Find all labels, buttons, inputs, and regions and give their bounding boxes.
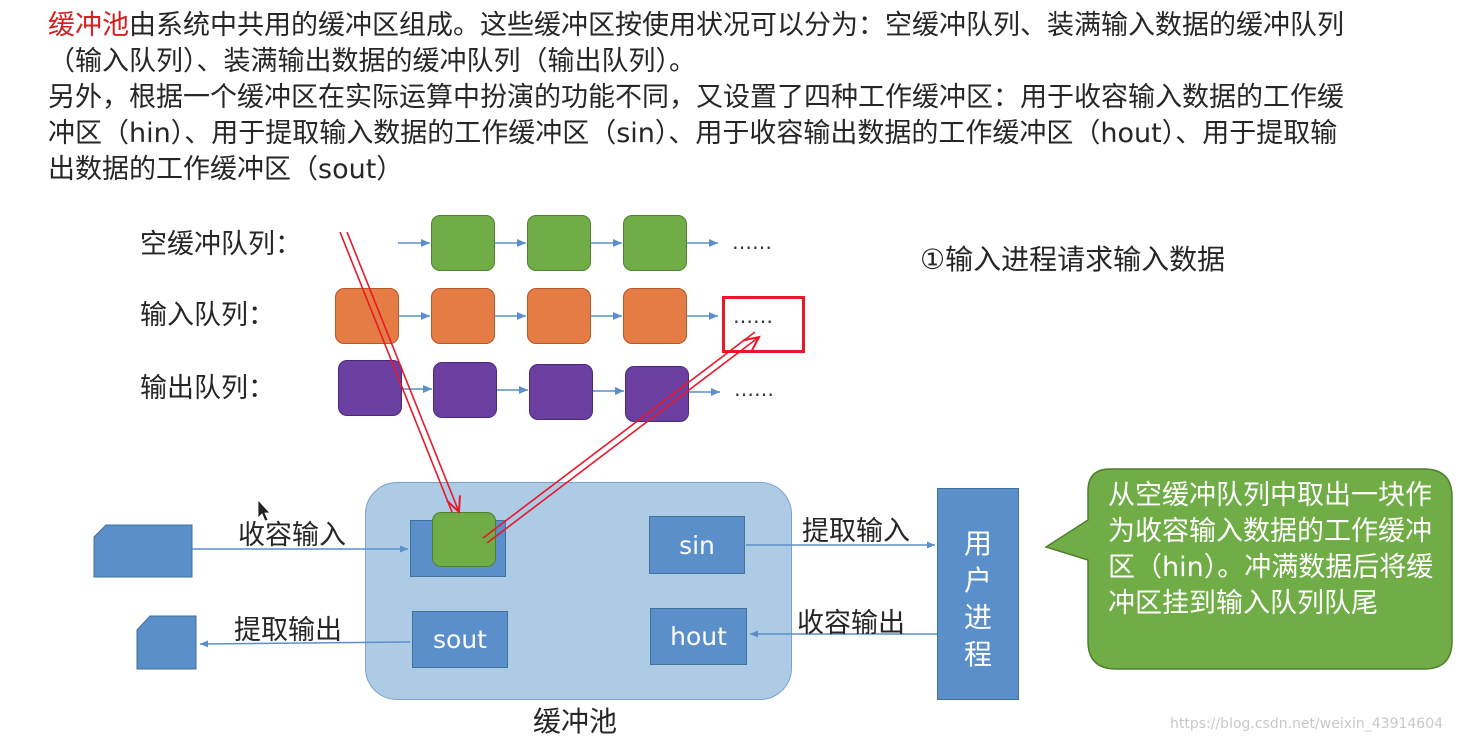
- collect-input-label: 收容输入: [238, 520, 346, 551]
- input-device-icon: [93, 524, 193, 578]
- input-buffer: [431, 288, 495, 344]
- input-queue-ellipsis: ……: [733, 304, 773, 328]
- intro-paragraph-1: 缓冲池由系统中共用的缓冲区组成。这些缓冲区按使用状况可以分为：空缓冲队列、装满输…: [48, 8, 1348, 80]
- empty-buffer: [431, 215, 495, 271]
- input-buffer: [527, 288, 591, 344]
- user-process-char: 程: [963, 638, 992, 671]
- callout-bubble: [1044, 468, 1453, 670]
- empty-queue-label: 空缓冲队列：: [140, 229, 302, 260]
- sout-buffer: sout: [412, 611, 508, 668]
- sin-buffer: sin: [649, 516, 745, 574]
- empty-buffer: [623, 215, 687, 271]
- hin-green-buffer: [432, 512, 496, 567]
- extract-output-label: 提取输出: [234, 615, 342, 646]
- take-buffer-arrow: [339, 231, 461, 515]
- intro-paragraph-1-text: 由系统中共用的缓冲区组成。这些缓冲区按使用状况可以分为：空缓冲队列、装满输入数据…: [48, 10, 1344, 77]
- output-queue-label: 输出队列：: [140, 373, 275, 404]
- user-process-char: 进: [963, 601, 992, 634]
- hout-buffer: hout: [650, 608, 747, 665]
- output-device-icon: [136, 615, 197, 670]
- output-buffer: [529, 364, 593, 420]
- input-buffer: [335, 288, 399, 344]
- input-buffer: [623, 288, 687, 344]
- step-label: ①输入进程请求输入数据: [920, 243, 1226, 276]
- input-queue-tail-highlight: [722, 296, 805, 353]
- user-process-char: 用: [963, 527, 992, 560]
- intro-paragraph-2: 另外，根据一个缓冲区在实际运算中扮演的功能不同，又设置了四种工作缓冲区：用于收容…: [48, 82, 1344, 185]
- callout-text: 从空缓冲队列中取出一块作为收容输入数据的工作缓冲区（hin）。冲满数据后将缓冲区…: [1108, 480, 1434, 619]
- input-queue-label: 输入队列：: [140, 300, 275, 331]
- collect-output-label: 收容输出: [797, 608, 905, 639]
- watermark: https://blog.csdn.net/weixin_43914604: [1170, 716, 1444, 732]
- buffer-pool-term: 缓冲池: [48, 10, 129, 41]
- output-queue-ellipsis: ……: [734, 377, 774, 401]
- intro-text: 缓冲池由系统中共用的缓冲区组成。这些缓冲区按使用状况可以分为：空缓冲队列、装满输…: [48, 8, 1348, 188]
- append-to-input-queue-arrow: [482, 331, 761, 544]
- buffer-pool-label: 缓冲池: [533, 705, 618, 738]
- mouse-cursor-icon: [257, 498, 271, 522]
- output-buffer: [433, 362, 497, 418]
- output-buffer: [338, 360, 402, 416]
- empty-queue-ellipsis: ……: [732, 230, 772, 254]
- user-process-char: 户: [963, 564, 992, 597]
- empty-buffer: [527, 215, 591, 271]
- output-buffer: [625, 366, 689, 422]
- user-process: 用 户 进 程: [937, 488, 1019, 700]
- extract-input-label: 提取输入: [802, 516, 910, 547]
- extract-output-arrow: [199, 640, 411, 648]
